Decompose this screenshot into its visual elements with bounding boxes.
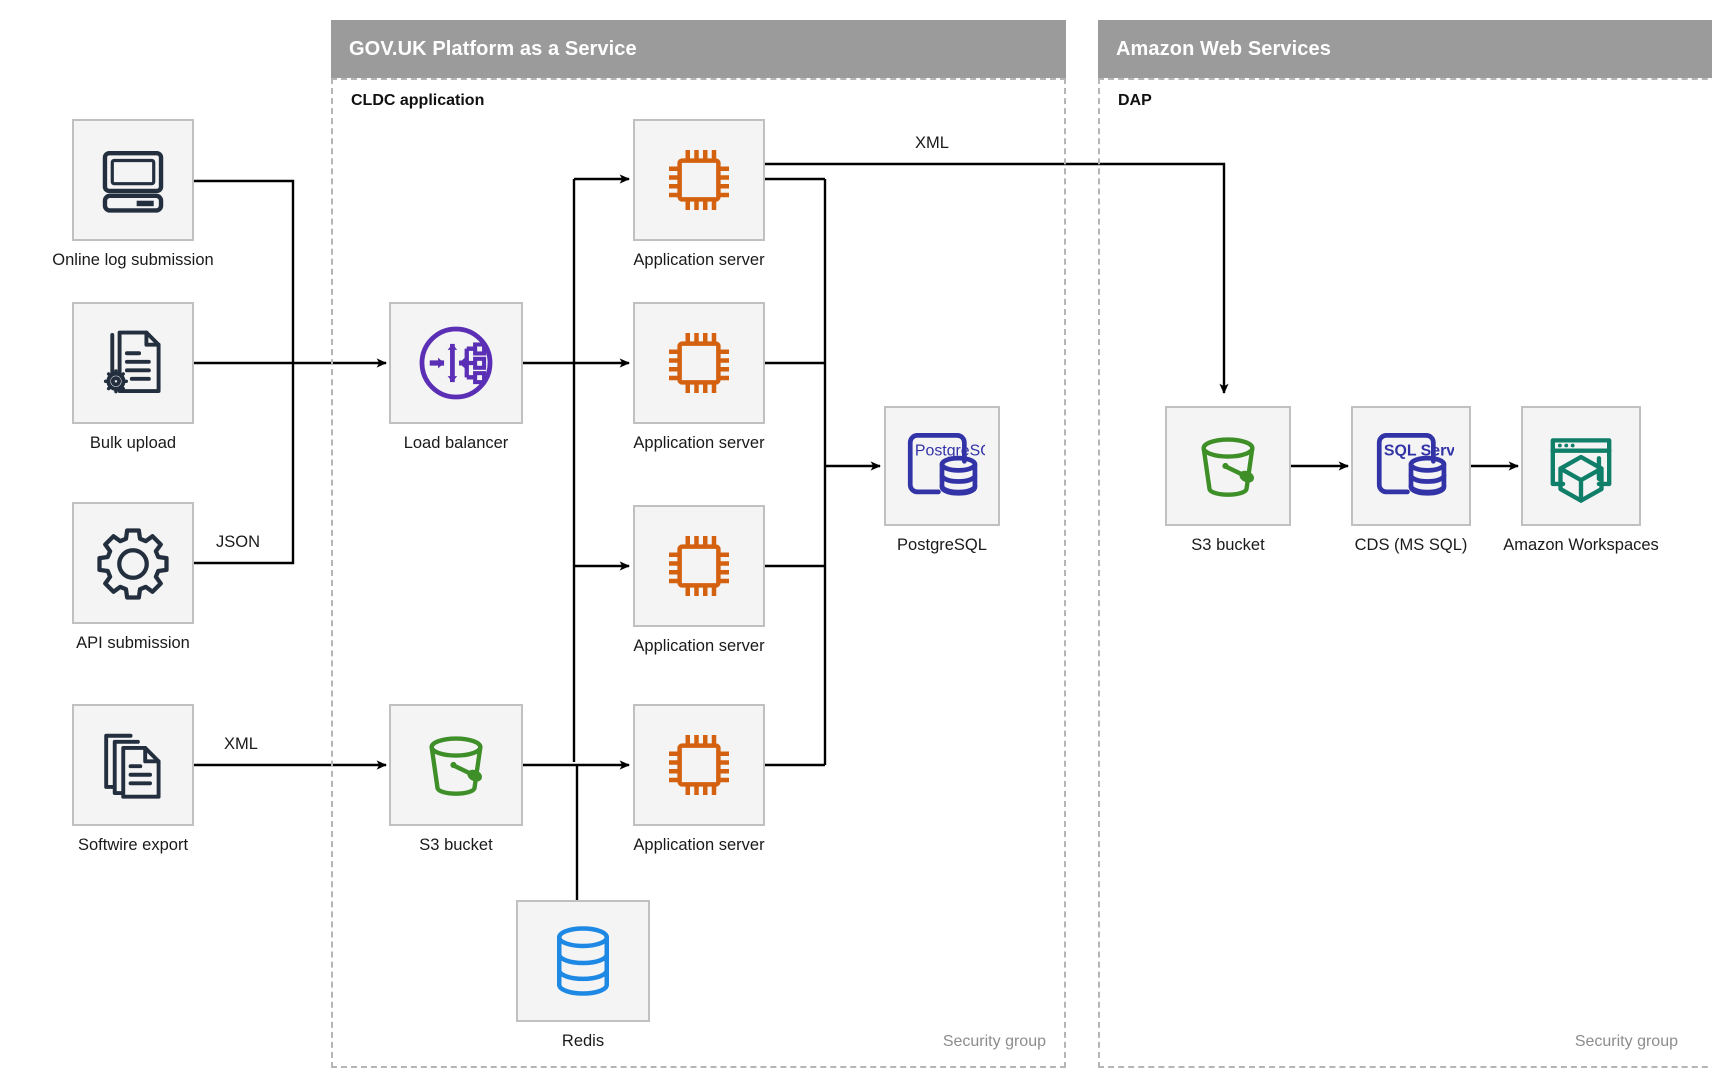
node-application-server-4[interactable]: Application server bbox=[633, 704, 765, 854]
node-label: CDS (MS SQL) bbox=[1354, 536, 1468, 554]
group-header-aws: Amazon Web Services bbox=[1098, 20, 1712, 78]
node-label: Amazon Workspaces bbox=[1503, 536, 1659, 554]
node-load-balancer[interactable]: Load balancer bbox=[389, 302, 523, 452]
document-gear-icon bbox=[103, 330, 161, 394]
desktop-computer-icon bbox=[102, 150, 164, 213]
load-balancer-tile bbox=[389, 302, 523, 424]
document-gear-tile bbox=[72, 302, 194, 424]
postgresql-icon-text: PostgreSQL bbox=[915, 442, 985, 459]
s3-bucket-tile bbox=[389, 704, 523, 826]
node-label: S3 bucket bbox=[419, 836, 493, 854]
node-label: S3 bucket bbox=[1191, 536, 1265, 554]
node-online-log-submission[interactable]: Online log submission bbox=[52, 119, 214, 269]
sql-server-tile: SQL Server bbox=[1351, 406, 1471, 526]
documents-stack-tile bbox=[72, 704, 194, 826]
node-application-server-2[interactable]: Application server bbox=[633, 302, 765, 452]
node-application-server-1[interactable]: Application server bbox=[633, 119, 765, 269]
cpu-chip-icon bbox=[669, 735, 729, 795]
cpu-chip-tile bbox=[633, 119, 765, 241]
group-header-paas: GOV.UK Platform as a Service bbox=[331, 20, 1066, 78]
group-title-paas: GOV.UK Platform as a Service bbox=[349, 37, 637, 60]
cpu-chip-tile bbox=[633, 302, 765, 424]
cpu-chip-icon bbox=[669, 536, 729, 596]
s3-bucket-tile bbox=[1165, 406, 1291, 526]
node-application-server-3[interactable]: Application server bbox=[633, 505, 765, 655]
sql-server-icon-text: SQL Server bbox=[1384, 442, 1454, 459]
cpu-chip-tile bbox=[633, 505, 765, 627]
redis-database-icon bbox=[557, 926, 609, 996]
cpu-chip-icon bbox=[669, 150, 729, 210]
section-title-dap: DAP bbox=[1118, 92, 1152, 109]
node-label: Online log submission bbox=[52, 251, 214, 269]
node-softwire-export[interactable]: Softwire export bbox=[72, 704, 194, 854]
section-title-cldc: CLDC application bbox=[351, 92, 485, 109]
edge-label-app-xml: XML bbox=[915, 134, 949, 152]
amazon-workspaces-tile bbox=[1521, 406, 1641, 526]
postgresql-icon: PostgreSQL bbox=[907, 433, 985, 496]
edge-label-softwire-xml: XML bbox=[224, 735, 258, 753]
node-bulk-upload[interactable]: Bulk upload bbox=[72, 302, 194, 452]
load-balancer-icon bbox=[419, 326, 493, 400]
security-group-box-paas bbox=[331, 78, 1066, 1068]
gear-icon bbox=[97, 528, 169, 600]
node-label: Application server bbox=[633, 434, 765, 452]
node-label: Softwire export bbox=[77, 836, 189, 854]
desktop-computer-tile bbox=[72, 119, 194, 241]
postgresql-tile: PostgreSQL bbox=[884, 406, 1000, 526]
node-api-submission[interactable]: API submission bbox=[72, 502, 194, 652]
node-label: Load balancer bbox=[403, 434, 509, 452]
group-title-aws: Amazon Web Services bbox=[1116, 37, 1331, 60]
cpu-chip-tile bbox=[633, 704, 765, 826]
node-label: Application server bbox=[633, 637, 765, 655]
node-label: PostgreSQL bbox=[897, 536, 987, 554]
node-label: Bulk upload bbox=[89, 434, 177, 452]
redis-tile bbox=[516, 900, 650, 1022]
security-group-box-aws bbox=[1098, 78, 1712, 1068]
node-redis[interactable]: Redis bbox=[516, 900, 650, 1050]
node-label: Application server bbox=[633, 836, 765, 854]
node-label: Application server bbox=[633, 251, 765, 269]
s3-bucket-icon bbox=[429, 736, 483, 796]
gear-tile bbox=[72, 502, 194, 624]
node-amazon-workspaces[interactable]: Amazon Workspaces bbox=[1503, 406, 1659, 554]
documents-stack-icon bbox=[104, 733, 161, 799]
cpu-chip-icon bbox=[669, 333, 729, 393]
security-group-label-aws: Security group bbox=[1574, 1033, 1678, 1050]
node-label: API submission bbox=[76, 634, 190, 652]
node-cds-ms-sql[interactable]: SQL Server CDS (MS SQL) bbox=[1351, 406, 1471, 554]
s3-bucket-icon bbox=[1201, 437, 1255, 497]
node-s3-bucket-paas[interactable]: S3 bucket bbox=[389, 704, 523, 854]
security-group-label-paas: Security group bbox=[942, 1033, 1046, 1050]
edge-label-json: JSON bbox=[216, 533, 261, 551]
node-postgresql[interactable]: PostgreSQL PostgreSQL bbox=[884, 406, 1000, 554]
amazon-workspaces-icon bbox=[1550, 438, 1612, 503]
node-s3-bucket-aws[interactable]: S3 bucket bbox=[1165, 406, 1291, 554]
sql-server-icon: SQL Server bbox=[1376, 433, 1454, 496]
node-label: Redis bbox=[561, 1032, 605, 1050]
